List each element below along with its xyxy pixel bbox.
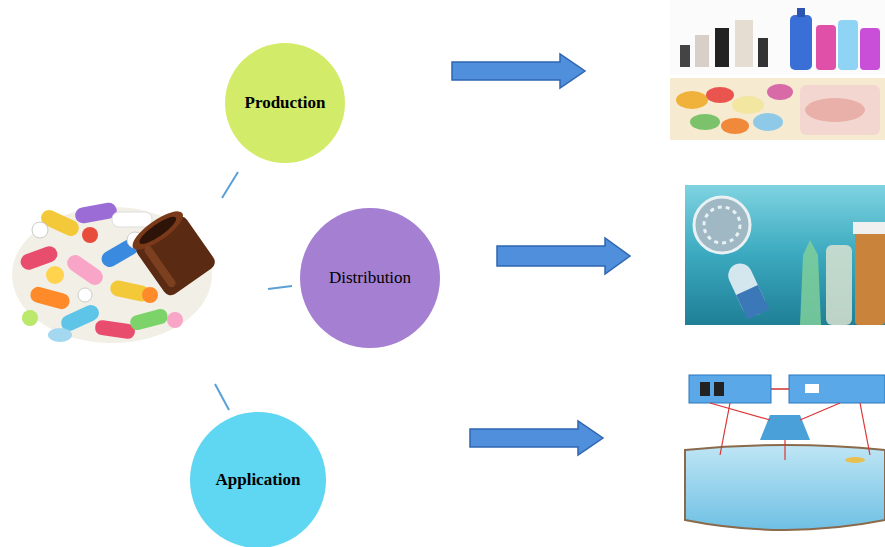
leader-lines — [215, 172, 292, 410]
stage-label: Application — [215, 470, 300, 490]
environment-fate-picture — [685, 370, 885, 530]
stage-circle: Distribution — [300, 208, 440, 348]
stage-label: Production — [245, 93, 326, 113]
water-pollution-picture — [685, 185, 885, 325]
stage-label: Distribution — [329, 268, 411, 288]
products-picture — [670, 0, 885, 140]
stage-circle: Production — [225, 43, 345, 163]
stage-circle: Application — [190, 412, 326, 547]
block-arrows — [452, 54, 630, 455]
pills-picture — [12, 201, 218, 343]
